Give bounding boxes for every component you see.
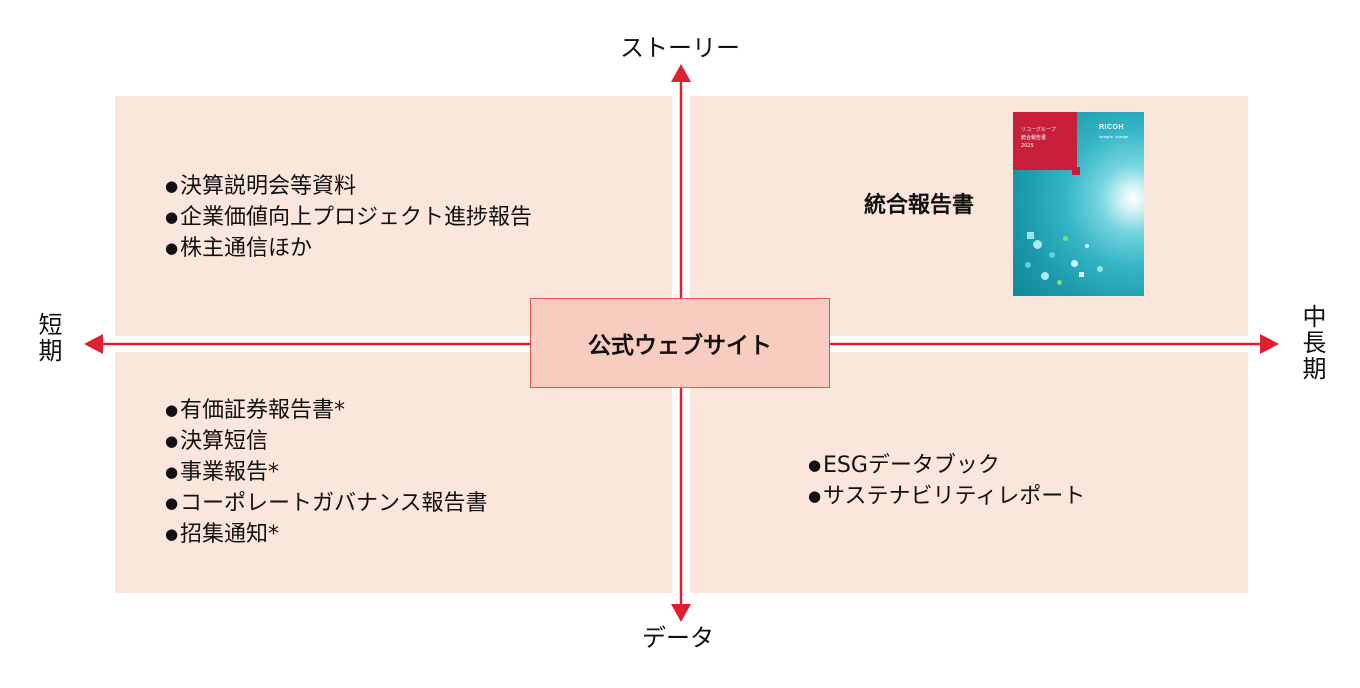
cover-square: [1027, 232, 1034, 239]
axis-label-story: ストーリー: [620, 34, 740, 62]
cover-tagline: imagine. change.: [1099, 134, 1130, 139]
cover-bubble: [1097, 266, 1103, 272]
cover-red-block: [1013, 112, 1077, 170]
cover-bubble: [1085, 244, 1089, 248]
quadrant-story-long-term: [690, 96, 1248, 336]
list-item: ●株主通信ほか: [165, 233, 532, 264]
bullet-icon: ●: [165, 177, 179, 195]
bullet-icon: ●: [165, 208, 179, 226]
bullet-icon: ●: [808, 487, 822, 505]
quadrant-data-short-term: [115, 352, 672, 593]
bullet-icon: ●: [165, 432, 179, 450]
quadrant-story-short-term: [115, 96, 672, 336]
bottom-right-item-list: ●ESGデータブック ●サステナビリティレポート: [808, 450, 1085, 512]
top-left-item-list: ●決算説明会等資料 ●企業価値向上プロジェクト進捗報告 ●株主通信ほか: [165, 171, 532, 264]
quadrant-data-long-term: [690, 352, 1248, 593]
bullet-icon: ●: [165, 525, 179, 543]
integrated-report-cover-image: リコーグループ 統合報告書 2025 RICOH imagine. change…: [1013, 112, 1144, 296]
cover-title: リコーグループ 統合報告書 2025: [1021, 127, 1056, 149]
cover-bubble: [1041, 272, 1049, 280]
list-item: ●コーポレートガバナンス報告書: [165, 488, 488, 519]
arrow-left-icon: [84, 334, 103, 354]
axis-label-data: データ: [642, 624, 714, 652]
list-item: ●決算短信: [165, 426, 488, 457]
list-item: ●事業報告*: [165, 457, 488, 488]
list-item: ●企業価値向上プロジェクト進捗報告: [165, 202, 532, 233]
cover-bubble: [1071, 260, 1078, 267]
cover-bubble: [1063, 236, 1068, 241]
ricoh-logo: RICOH: [1099, 124, 1125, 131]
cover-red-square: [1072, 167, 1080, 175]
bottom-left-item-list: ●有価証券報告書* ●決算短信 ●事業報告* ●コーポレートガバナンス報告書 ●…: [165, 395, 488, 550]
bullet-icon: ●: [165, 463, 179, 481]
bullet-icon: ●: [165, 239, 179, 257]
bullet-icon: ●: [165, 401, 179, 419]
bullet-icon: ●: [808, 456, 822, 474]
cover-bubble: [1033, 240, 1042, 249]
arrow-up-icon: [671, 64, 691, 82]
cover-bubble: [1025, 262, 1031, 268]
bullet-icon: ●: [165, 494, 179, 512]
arrow-right-icon: [1260, 334, 1279, 354]
cover-square: [1079, 272, 1084, 277]
list-item: ●招集通知*: [165, 519, 488, 550]
arrow-down-icon: [671, 604, 691, 622]
cover-bubble: [1049, 252, 1055, 258]
axis-label-long-term: 中長期: [1298, 304, 1326, 382]
list-item: ●ESGデータブック: [808, 450, 1085, 481]
list-item: ●決算説明会等資料: [165, 171, 532, 202]
integrated-report-label: 統合報告書: [864, 193, 975, 218]
axis-label-short-term: 短期: [34, 312, 62, 364]
list-item: ●有価証券報告書*: [165, 395, 488, 426]
official-website-box: 公式ウェブサイト: [530, 298, 830, 388]
cover-bubble: [1057, 280, 1062, 285]
list-item: ●サステナビリティレポート: [808, 481, 1085, 512]
